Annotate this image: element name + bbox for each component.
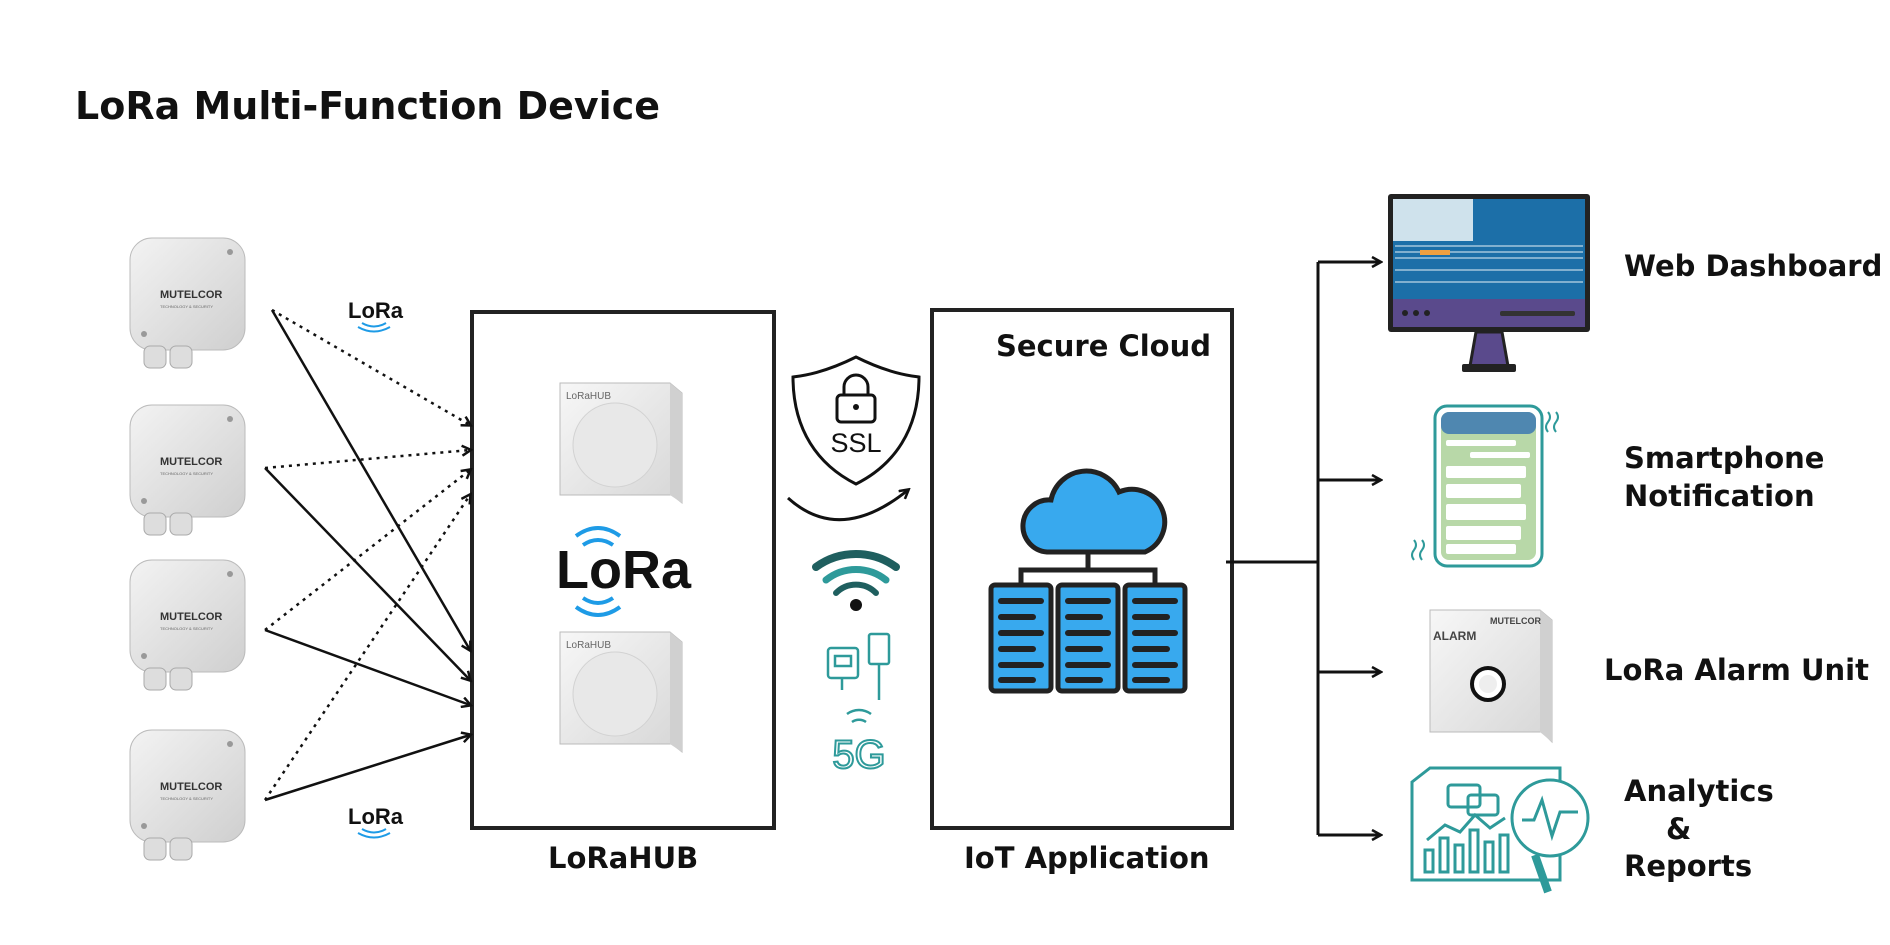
smartphone-notification-label: Smartphone Notification <box>1624 440 1824 515</box>
dotted-link <box>264 470 470 631</box>
hub-device-bottom: LoRaHUB <box>559 631 683 754</box>
hub-device-top: LoRaHUB <box>559 382 683 505</box>
lora-logo: LoRa <box>556 526 692 617</box>
alarm-device-brand: MUTELCOR <box>1490 616 1541 626</box>
wifi-icon <box>812 550 900 611</box>
ethernet-icon <box>826 632 891 700</box>
uplink-arrows <box>263 308 470 802</box>
cellular-5g-icon: 5G <box>831 708 887 778</box>
svg-text:5G: 5G <box>832 733 885 777</box>
cloud-server-icon <box>988 468 1188 694</box>
dotted-link <box>263 495 470 801</box>
lora-badge-top: LoRa <box>348 298 404 333</box>
sensor-device-2: MUTELCOR TECHNOLOGY & SECURITY <box>129 404 246 536</box>
dotted-link <box>264 450 470 470</box>
output-arrows <box>1226 262 1380 835</box>
ssl-shield-icon: SSL <box>791 355 921 486</box>
notification-line: Notification <box>1624 478 1815 513</box>
analytics-reports-label: Analytics & Reports <box>1624 773 1774 886</box>
secure-link-arrow <box>786 490 908 522</box>
secure-cloud-title: Secure Cloud <box>996 329 1212 363</box>
device-brand: MUTELCOR <box>160 289 222 301</box>
device-brand: MUTELCOR <box>160 611 222 623</box>
hub-device-label: LoRaHUB <box>566 640 611 651</box>
lora-badge-bottom: LoRa <box>348 804 404 839</box>
device-tagline: TECHNOLOGY & SECURITY <box>160 304 213 309</box>
sensor-device-4: MUTELCOR TECHNOLOGY & SECURITY <box>129 729 246 861</box>
ampersand-line: & <box>1666 811 1692 846</box>
lora-alarm-unit-label: LoRa Alarm Unit <box>1604 653 1869 687</box>
alarm-unit-icon: ALARM MUTELCOR <box>1429 609 1553 744</box>
diagram-title: LoRa Multi-Function Device <box>75 84 660 128</box>
svg-text:LoRa: LoRa <box>348 298 404 323</box>
analytics-reports-icon <box>1410 766 1590 894</box>
ssl-text: SSL <box>830 428 881 458</box>
device-tagline: TECHNOLOGY & SECURITY <box>160 626 213 631</box>
device-brand: MUTELCOR <box>160 781 222 793</box>
solid-link <box>264 735 470 802</box>
solid-link <box>270 309 470 650</box>
hub-device-label: LoRaHUB <box>566 391 611 402</box>
dotted-link <box>271 308 470 425</box>
analytics-line: Analytics <box>1624 774 1774 808</box>
device-brand: MUTELCOR <box>160 456 222 468</box>
svg-text:LoRa: LoRa <box>556 540 692 600</box>
lorahub-label: LoRaHUB <box>548 841 699 875</box>
device-tagline: TECHNOLOGY & SECURITY <box>160 471 213 476</box>
smartphone-icon <box>1411 404 1559 568</box>
sensor-device-3: MUTELCOR TECHNOLOGY & SECURITY <box>129 559 246 691</box>
solid-link <box>264 467 470 680</box>
sensor-device-1: MUTELCOR TECHNOLOGY & SECURITY <box>129 237 246 369</box>
solid-link <box>264 628 470 705</box>
device-tagline: TECHNOLOGY & SECURITY <box>160 796 213 801</box>
web-dashboard-label: Web Dashboard <box>1624 249 1883 283</box>
monitor-icon <box>1388 194 1590 372</box>
alarm-device-label: ALARM <box>1433 629 1476 643</box>
reports-line: Reports <box>1624 849 1753 884</box>
smartphone-line: Smartphone <box>1624 441 1825 475</box>
iot-application-label: IoT Application <box>964 841 1210 875</box>
svg-text:LoRa: LoRa <box>348 804 404 829</box>
